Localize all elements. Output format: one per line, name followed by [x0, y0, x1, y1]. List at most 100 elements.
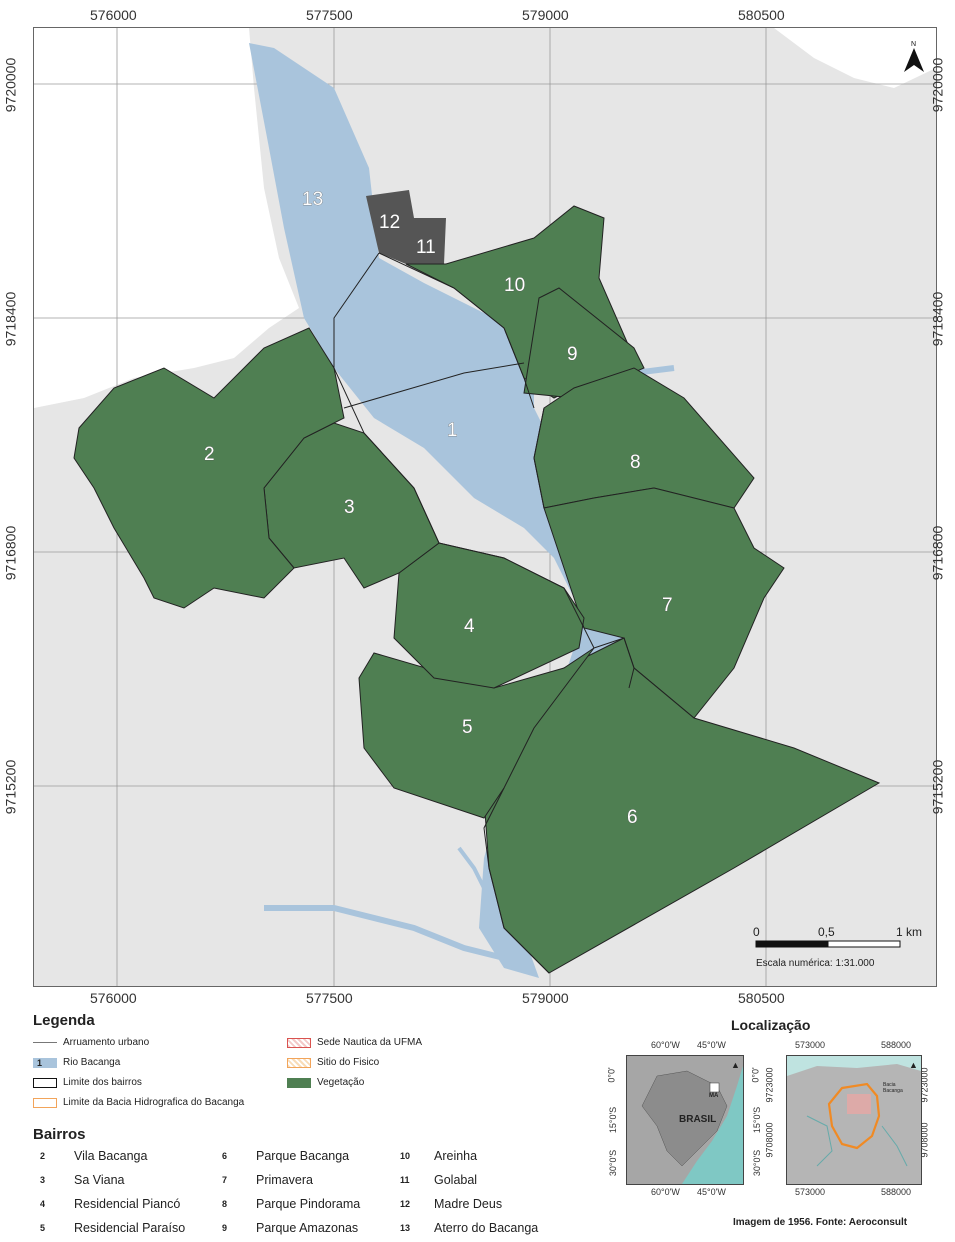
- bay-area-top-right: [774, 28, 936, 88]
- district-label: 4: [464, 616, 475, 637]
- legend-item: 1 Rio Bacanga: [33, 1057, 120, 1068]
- inset-north-icon: ▲: [909, 1060, 918, 1070]
- sitio-swatch-icon: [287, 1057, 311, 1068]
- district-7: [543, 487, 785, 719]
- street-line-icon: [33, 1042, 57, 1043]
- country-label: BRASIL: [679, 1114, 717, 1125]
- district-9: [523, 287, 645, 399]
- inset1-right-tick: 30°0'S: [752, 1149, 763, 1177]
- legend-item: Arruamento urbano: [33, 1037, 149, 1048]
- river-channel: [264, 905, 505, 961]
- location-title: Localização: [731, 1017, 811, 1033]
- inset-north-icon: ▲: [731, 1060, 740, 1070]
- inset1-left-tick: 0°0': [606, 1067, 617, 1083]
- svg-text:0: 0: [753, 925, 760, 939]
- scale-bar: 0 0,5 1 km Escala numérica: 1:31.000: [753, 925, 922, 969]
- y-tick-left: 9720000: [2, 57, 19, 113]
- urban-area: [366, 190, 446, 264]
- basin-label: Bacia Bacanga: [883, 1082, 903, 1094]
- inset1-bottom-tick: 45°0'W: [697, 1187, 726, 1197]
- inset1-right-tick: 0°0': [750, 1067, 761, 1083]
- y-tick-right: 9720000: [929, 57, 946, 113]
- watershed-swatch-icon: [33, 1097, 57, 1108]
- inset1-left-tick: 15°0'S: [608, 1106, 619, 1134]
- inset-brazil: BRASIL MA ▲: [626, 1055, 744, 1185]
- district-4: [393, 542, 585, 689]
- x-tick-top: 576000: [90, 7, 137, 23]
- vegetation-layer: [73, 205, 881, 974]
- x-tick-bottom: 579000: [522, 990, 569, 1006]
- district-label: 2: [204, 444, 215, 465]
- svg-text:Escala numérica: 1:31.000: Escala numérica: 1:31.000: [756, 958, 875, 969]
- inset2-right-tick: 9708000: [919, 1122, 930, 1158]
- ufma-swatch-icon: [287, 1037, 311, 1048]
- vegetation-swatch-icon: [287, 1077, 311, 1088]
- inset1-top-tick: 60°0'W: [651, 1040, 680, 1050]
- y-tick-right: 9716800: [929, 525, 946, 581]
- district-label: 8: [630, 452, 641, 473]
- river-channel: [457, 846, 486, 889]
- legend-item: Sede Nautica da UFMA: [287, 1037, 422, 1048]
- boundary-swatch-icon: [33, 1077, 57, 1088]
- y-tick-left: 9716800: [2, 525, 19, 581]
- inset-basin: Bacia Bacanga ▲: [786, 1055, 922, 1185]
- y-tick-left: 9715200: [2, 759, 19, 815]
- district-label: 13: [302, 189, 323, 210]
- legend-item: Vegetação: [287, 1077, 364, 1088]
- image-source: Imagem de 1956. Fonte: Aeroconsult: [733, 1217, 908, 1228]
- district-label: 1: [447, 420, 458, 441]
- district-label: 12: [379, 212, 400, 233]
- legend-item: Limite dos bairros: [33, 1077, 142, 1088]
- inset2-bottom-tick: 573000: [795, 1187, 826, 1197]
- inset2-left-tick: 9708000: [764, 1122, 775, 1158]
- svg-text:1 km: 1 km: [896, 925, 922, 939]
- svg-text:0,5: 0,5: [818, 925, 835, 939]
- x-tick-bottom: 576000: [90, 990, 137, 1006]
- district-label: 9: [567, 344, 578, 365]
- legend-item: Sitio do Fisico: [287, 1057, 379, 1068]
- inset1-right-tick: 15°0'S: [752, 1106, 763, 1134]
- inset2-top-tick: 588000: [881, 1040, 912, 1050]
- y-tick-right: 9715200: [929, 759, 946, 815]
- map-frame: 1 2 3 4 5 6 7 8 9 10 11 12 13 N 0 0,5 1 …: [33, 27, 937, 987]
- y-tick-right: 9718400: [929, 291, 946, 347]
- district-labels: 1 2 3 4 5 6 7 8 9 10 11 12 13: [204, 189, 673, 829]
- map-canvas: 1 2 3 4 5 6 7 8 9 10 11 12 13 N 0 0,5 1 …: [34, 28, 936, 986]
- y-tick-left: 9718400: [2, 291, 19, 347]
- inset2-left-tick: 9723000: [764, 1067, 775, 1103]
- x-tick-top: 577500: [306, 7, 353, 23]
- x-tick-bottom: 580500: [738, 990, 785, 1006]
- north-arrow-icon: N: [904, 41, 924, 72]
- svg-text:N: N: [911, 41, 916, 48]
- x-tick-bottom: 577500: [306, 990, 353, 1006]
- river-swatch-icon: 1: [33, 1057, 57, 1068]
- bairros-title: Bairros: [33, 1126, 86, 1143]
- basin-map: [787, 1064, 921, 1184]
- inset1-left-tick: 30°0'S: [608, 1149, 619, 1177]
- inset1-top-tick: 45°0'W: [697, 1040, 726, 1050]
- district-label: 3: [344, 497, 355, 518]
- inset2-top-tick: 573000: [795, 1040, 826, 1050]
- inset2-bottom-tick: 588000: [881, 1187, 912, 1197]
- district-boundaries: [333, 252, 635, 974]
- brazil-map: [627, 1056, 743, 1184]
- district-label: 6: [627, 807, 638, 828]
- district-label: 10: [504, 275, 525, 296]
- legend-item: Limite da Bacia Hidrografica do Bacanga: [33, 1097, 244, 1108]
- x-tick-top: 580500: [738, 7, 785, 23]
- district-label: 5: [462, 717, 473, 738]
- x-tick-top: 579000: [522, 7, 569, 23]
- district-label: 11: [416, 237, 436, 258]
- legend-title: Legenda: [33, 1012, 95, 1029]
